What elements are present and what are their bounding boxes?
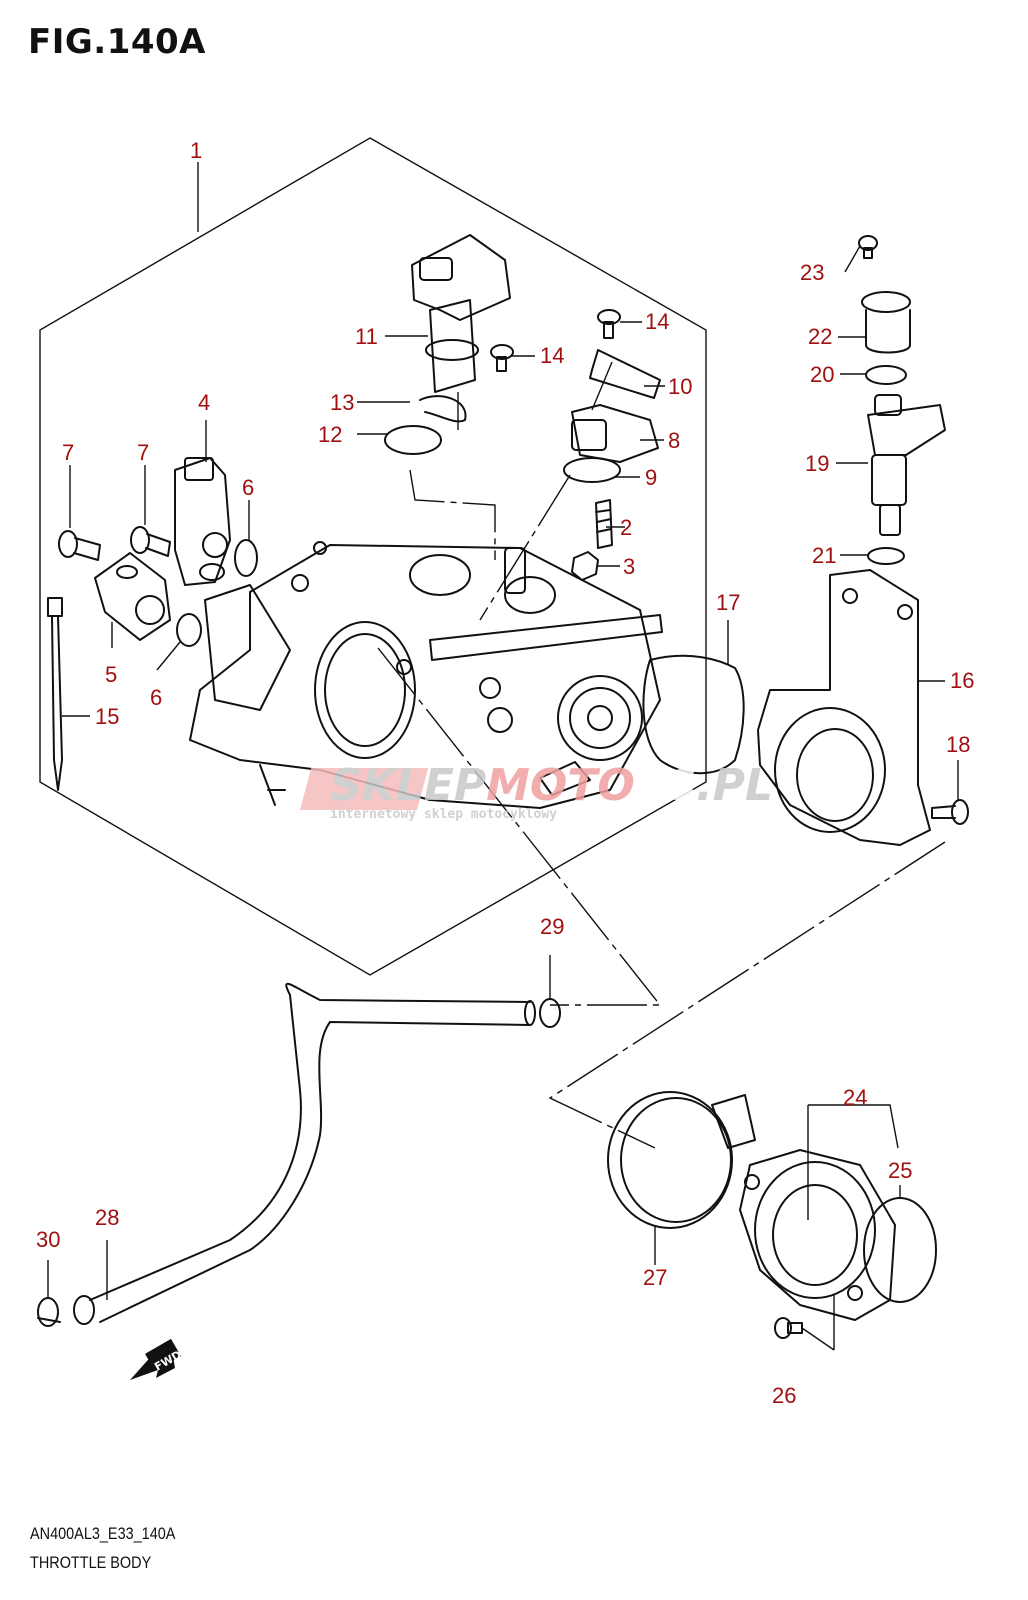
callout-9: 9 bbox=[645, 465, 657, 490]
part-30-clamp bbox=[37, 1297, 61, 1327]
assembly-line-e bbox=[591, 361, 613, 411]
callout-16: 16 bbox=[950, 668, 974, 693]
part-2-stud bbox=[595, 499, 613, 549]
callout-3: 3 bbox=[623, 554, 635, 579]
part-14-screw-b bbox=[490, 344, 514, 372]
leader-lines bbox=[47, 162, 959, 1351]
part-8-sensor bbox=[571, 404, 659, 463]
part-27-clamp-band bbox=[607, 1091, 756, 1229]
callout-4: 4 bbox=[198, 390, 210, 415]
watermark-tagline: internetowy sklep motocyklowy bbox=[330, 807, 557, 822]
fwd-arrow-icon: FWD bbox=[130, 1338, 184, 1380]
callout-14a: 14 bbox=[645, 309, 669, 334]
callout-11: 11 bbox=[355, 324, 378, 349]
callout-23: 23 bbox=[800, 260, 824, 285]
callout-1: 1 bbox=[190, 138, 202, 163]
part-5-adapter bbox=[94, 552, 171, 641]
part-7-bolt-a bbox=[58, 530, 101, 561]
part-22-cap bbox=[861, 291, 911, 354]
callout-28: 28 bbox=[95, 1205, 119, 1230]
part-16-intake bbox=[757, 569, 931, 846]
callout-5: 5 bbox=[105, 662, 117, 687]
callout-19: 19 bbox=[805, 451, 829, 476]
diagram-name: THROTTLE BODY bbox=[30, 1553, 152, 1572]
part-19-injector bbox=[867, 394, 946, 536]
figure-title: FIG.140A bbox=[28, 22, 206, 62]
callout-20: 20 bbox=[810, 362, 834, 387]
part-28-hose bbox=[89, 982, 531, 1323]
part-14-screw-a bbox=[597, 309, 621, 339]
callout-21: 21 bbox=[812, 543, 836, 568]
part-25-oring bbox=[863, 1197, 937, 1303]
callout-6b: 6 bbox=[150, 685, 162, 710]
part-6-oring-a bbox=[234, 539, 258, 577]
watermark: SKLEPMOTO46.PL internetowy sklep motocyk… bbox=[299, 760, 773, 822]
part-21-oring bbox=[867, 547, 905, 565]
watermark-highlight bbox=[299, 768, 429, 810]
callout-10: 10 bbox=[668, 374, 692, 399]
part-15-cable-tie bbox=[47, 597, 63, 791]
throttle-body-main bbox=[189, 541, 663, 809]
callout-12: 12 bbox=[318, 422, 342, 447]
callout-8: 8 bbox=[668, 428, 680, 453]
assembly-line-a bbox=[409, 469, 496, 560]
part-13-clip bbox=[419, 395, 467, 423]
callout-22: 22 bbox=[808, 324, 832, 349]
part-4-sensor bbox=[174, 457, 231, 586]
part-29-clamp bbox=[539, 998, 561, 1028]
callout-7a: 7 bbox=[62, 440, 74, 465]
callout-29: 29 bbox=[540, 914, 564, 939]
callout-27: 27 bbox=[643, 1265, 667, 1290]
part-9-oring bbox=[563, 457, 621, 483]
callout-18: 18 bbox=[946, 732, 970, 757]
part-20-oring bbox=[865, 365, 907, 385]
part-26-screw bbox=[774, 1317, 803, 1339]
part-7-bolt-b bbox=[130, 526, 171, 557]
assembly-line-d bbox=[548, 841, 946, 1149]
diagram-code: AN400AL3_E33_140A bbox=[30, 1524, 176, 1543]
callout-6a: 6 bbox=[242, 475, 254, 500]
assembly-frame bbox=[39, 137, 707, 976]
callout-24: 24 bbox=[843, 1085, 867, 1110]
part-3-nut bbox=[571, 551, 599, 581]
callout-7b: 7 bbox=[137, 440, 149, 465]
callout-2: 2 bbox=[620, 515, 632, 540]
assembly-line-c bbox=[377, 647, 662, 1006]
callout-14b: 14 bbox=[540, 343, 564, 368]
callout-30: 30 bbox=[36, 1227, 60, 1252]
callout-26: 26 bbox=[772, 1383, 796, 1408]
part-17-gasket bbox=[642, 654, 745, 775]
part-6-oring-b bbox=[176, 613, 202, 647]
part-11-sensor bbox=[411, 234, 511, 393]
callout-13: 13 bbox=[330, 390, 354, 415]
callout-17: 17 bbox=[716, 590, 740, 615]
watermark-logo: SKLEPMOTO46.PL bbox=[330, 760, 773, 811]
part-12-oring bbox=[384, 425, 442, 455]
callout-25: 25 bbox=[888, 1158, 912, 1183]
part-24-holder bbox=[739, 1149, 896, 1321]
part-10-plate bbox=[589, 349, 661, 399]
assembly-line-b bbox=[479, 474, 571, 621]
callout-15: 15 bbox=[95, 704, 119, 729]
part-23-screw bbox=[858, 235, 878, 259]
part-18-bolt bbox=[931, 799, 969, 825]
